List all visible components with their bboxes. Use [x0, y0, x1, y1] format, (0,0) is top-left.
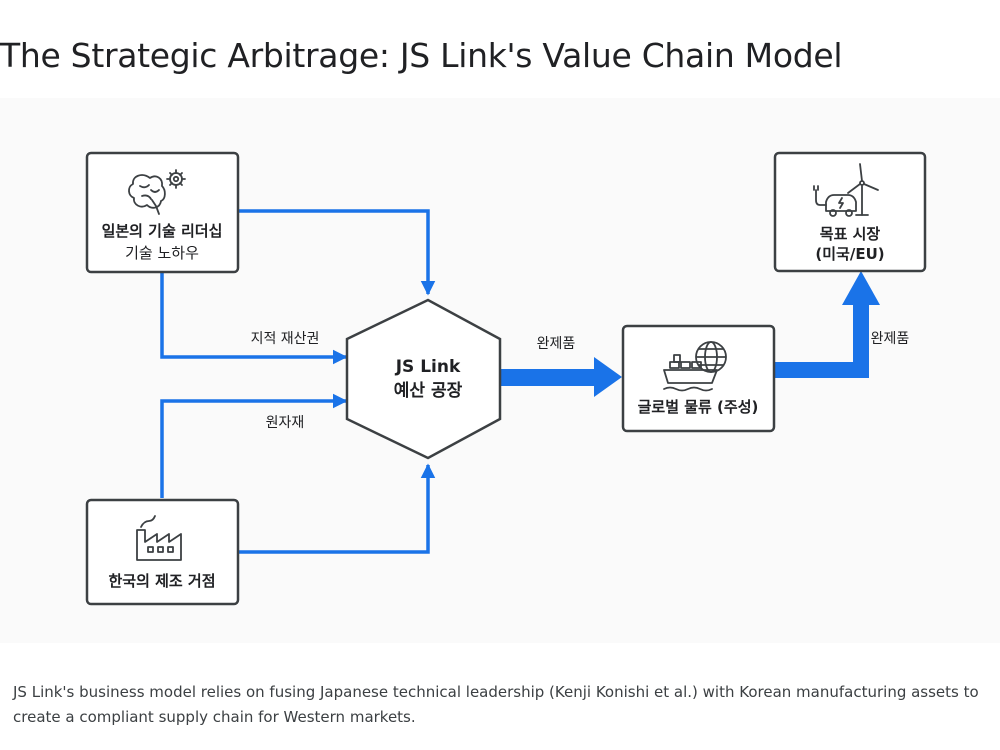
japan-tech-subtitle: 기술 노하우 [125, 244, 199, 262]
target-market-title-line2: (미국/EU) [815, 245, 884, 263]
target-market-title-line1: 목표 시장 [820, 225, 881, 243]
thick-arrows [500, 271, 880, 397]
arrow-korea-to-hex-bottom [238, 463, 436, 554]
global-logistics-box: 글로벌 물류 (주성) [621, 324, 776, 433]
korea-manufacturing-box: 한국의 제조 거점 [85, 498, 240, 606]
arrow-ip-to-hex [160, 272, 348, 365]
hex-line2: 예산 공장 [394, 381, 463, 401]
factory-icon [136, 515, 182, 561]
arrow-raw-materials-to-hex [160, 393, 348, 498]
global-logistics-title: 글로벌 물류 (주성) [638, 398, 759, 416]
js-link-factory-hex: JS Link 예산 공장 [345, 298, 502, 460]
connector-arrows [160, 209, 436, 554]
caption: JS Link's business model relies on fusin… [13, 683, 979, 726]
japan-tech-box: 일본의 기술 리더십 기술 노하우 [85, 151, 240, 274]
hex-line1: JS Link [395, 357, 461, 377]
label-finished-goods-2: 완제품 [871, 331, 910, 347]
korea-manufacturing-title: 한국의 제조 거점 [108, 572, 215, 590]
label-finished-goods-1: 완제품 [537, 336, 576, 352]
arrow-hex-to-logistics-head [594, 357, 622, 397]
japan-tech-title: 일본의 기술 리더십 [102, 222, 223, 240]
arrow-logistics-to-market-head [842, 271, 880, 305]
page-title: The Strategic Arbitrage: JS Link's Value… [0, 36, 843, 75]
arrow-logistics-to-market [774, 300, 869, 378]
arrow-hex-to-logistics-shaft [500, 369, 596, 386]
label-raw-materials: 원자재 [266, 415, 305, 431]
label-intellectual-property: 지적 재산권 [251, 331, 320, 347]
target-market-box: 목표 시장 (미국/EU) [773, 151, 927, 273]
arrow-japan-to-hex-top [238, 209, 436, 296]
brain-gear-icon [128, 169, 186, 215]
ship-globe-icon [663, 341, 727, 392]
ev-wind-turbine-icon [813, 163, 879, 217]
